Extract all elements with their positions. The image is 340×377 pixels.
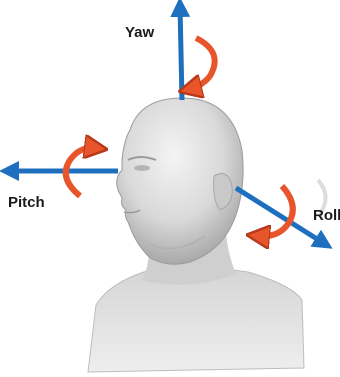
pitch-label: Pitch bbox=[8, 194, 45, 211]
roll-label: Roll bbox=[313, 207, 340, 224]
yaw-rotation-arrow bbox=[190, 38, 215, 89]
yaw-label: Yaw bbox=[125, 24, 154, 41]
roll-axis-arrow bbox=[236, 188, 325, 244]
eye bbox=[134, 165, 150, 171]
yaw-axis-arrow bbox=[180, 6, 182, 100]
